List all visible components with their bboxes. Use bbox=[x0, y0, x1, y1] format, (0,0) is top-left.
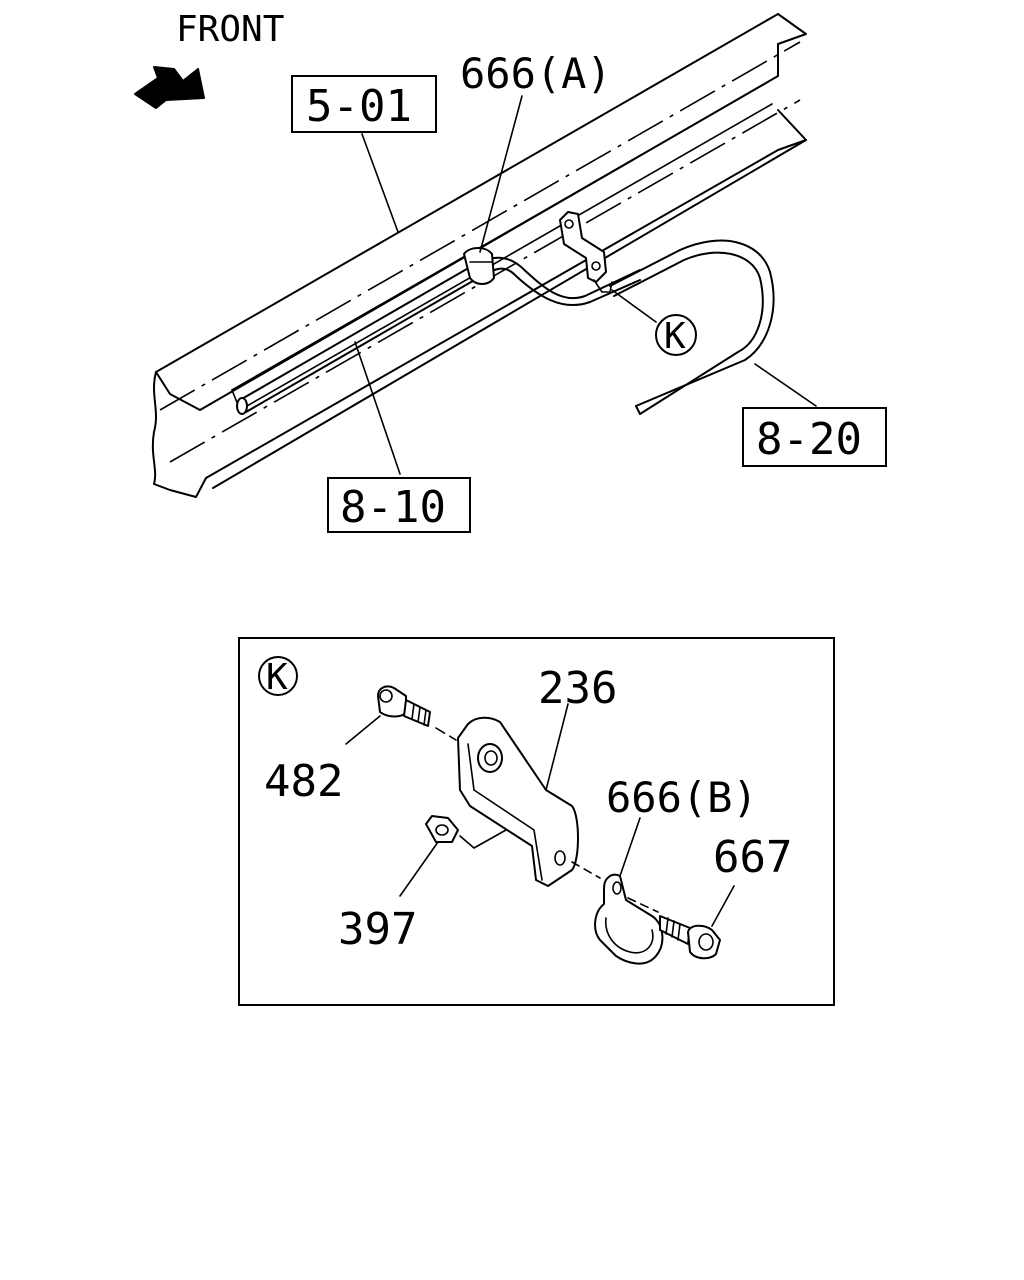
label-bolt-667: 667 bbox=[713, 832, 792, 883]
part-bolt-667 bbox=[659, 915, 721, 960]
front-indicator: FRONT bbox=[134, 9, 284, 109]
leader-bolt-667 bbox=[711, 885, 735, 927]
leader-clamp-a bbox=[479, 95, 523, 253]
label-bolt-482: 482 bbox=[264, 756, 343, 807]
part-bracket-236 bbox=[457, 716, 579, 887]
clamp-a bbox=[463, 247, 495, 285]
leader-clamp-666b bbox=[619, 817, 641, 877]
leader-nut-397 bbox=[399, 841, 439, 897]
detail-ref-marker: K bbox=[655, 314, 697, 357]
detail-ref-marker-label: K bbox=[664, 316, 686, 357]
leader-bolt-482 bbox=[345, 715, 381, 745]
callout-frame: 5-01 bbox=[291, 75, 437, 133]
callout-clamp-a-label: 666(A) bbox=[460, 49, 612, 98]
pipe-main bbox=[236, 256, 641, 415]
front-arrow-icon bbox=[134, 66, 205, 109]
leader-detail-ref bbox=[611, 289, 657, 323]
leader-bracket-236 bbox=[545, 703, 569, 791]
callout-pipe-main: 8-10 bbox=[327, 477, 471, 533]
callout-pipe-main-label: 8-10 bbox=[340, 482, 446, 533]
label-bracket-236: 236 bbox=[538, 663, 617, 714]
label-nut-397: 397 bbox=[338, 904, 417, 955]
front-label: FRONT bbox=[176, 9, 284, 50]
leader-frame bbox=[361, 133, 399, 233]
part-nut-397 bbox=[425, 815, 459, 843]
callout-pipe-branch-label: 8-20 bbox=[756, 414, 862, 465]
leader-pipe-branch bbox=[754, 363, 817, 407]
frame-rail bbox=[151, 13, 807, 498]
pipe-branch bbox=[609, 239, 775, 415]
callout-pipe-branch: 8-20 bbox=[742, 407, 887, 467]
part-bolt-482 bbox=[377, 685, 431, 727]
leader-pipe-main bbox=[354, 341, 401, 475]
detail-k-panel: K bbox=[238, 637, 835, 1006]
part-clamp-666b bbox=[594, 873, 664, 965]
label-clamp-666b: 666(B) bbox=[606, 773, 758, 822]
detail-k-ref-label: K bbox=[266, 657, 288, 698]
callout-frame-label: 5-01 bbox=[306, 81, 412, 132]
frame-bracket bbox=[559, 211, 613, 293]
